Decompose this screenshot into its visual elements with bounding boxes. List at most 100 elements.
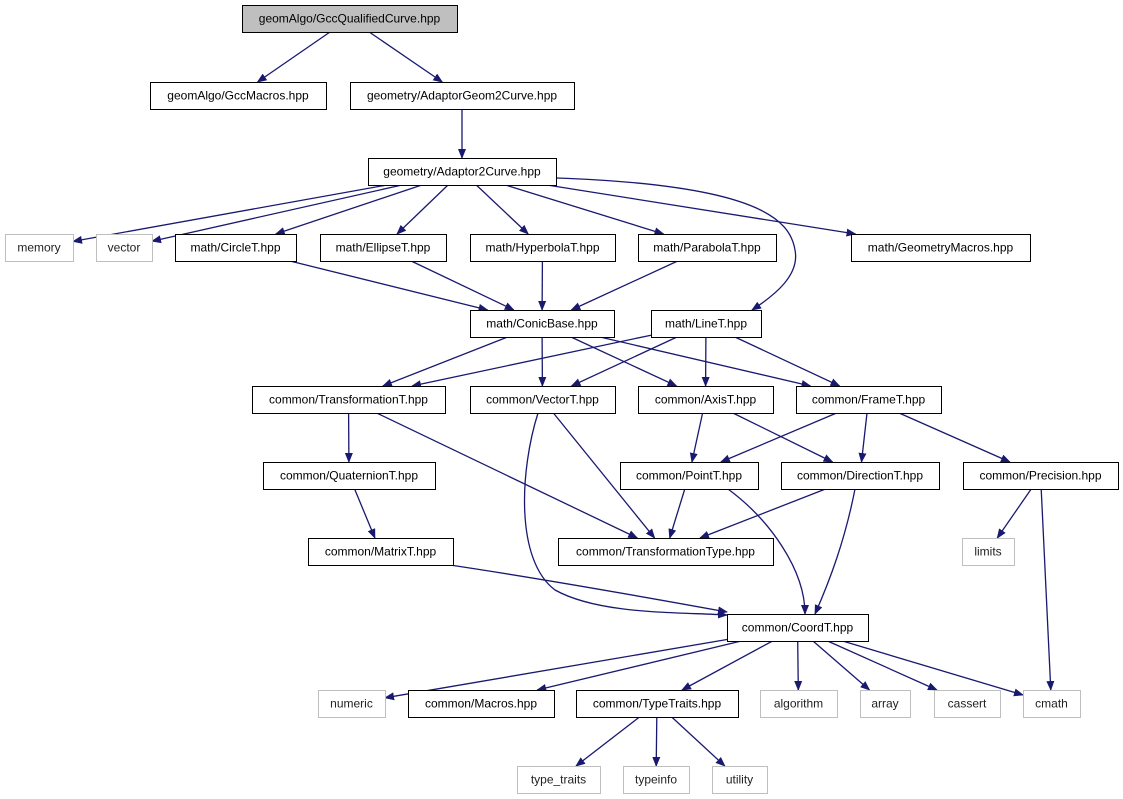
node-box-numeric bbox=[318, 690, 386, 718]
edge-direction-to-transtype bbox=[699, 488, 826, 539]
edge-adaptor2-to-vector bbox=[151, 184, 403, 244]
edge-parabola-to-conic bbox=[570, 260, 678, 311]
edge-line-to-vectort bbox=[570, 336, 678, 387]
node-box-macros bbox=[408, 690, 555, 718]
node-label-algorithm: algorithm bbox=[774, 697, 823, 711]
edge-coord-to-cassert bbox=[827, 640, 938, 691]
node-gccmacros[interactable]: geomAlgo/GccMacros.hpp bbox=[150, 82, 327, 110]
node-label-array: array bbox=[871, 697, 898, 711]
node-frame[interactable]: common/FrameT.hpp bbox=[796, 386, 942, 414]
edge-root-to-adaptorgeom2 bbox=[368, 31, 444, 83]
node-box-transtype bbox=[558, 538, 774, 566]
node-adaptorgeom2[interactable]: geometry/AdaptorGeom2Curve.hpp bbox=[350, 82, 575, 110]
node-box-frame bbox=[796, 386, 942, 414]
node-box-algorithm bbox=[760, 690, 838, 718]
nodes-layer: geomAlgo/GccQualifiedCurve.hpp geomAlgo/G… bbox=[5, 5, 1119, 794]
node-box-parabola bbox=[638, 234, 777, 262]
edge-point-to-transtype bbox=[668, 488, 686, 539]
edge-coord-to-algorithm bbox=[794, 640, 803, 691]
node-hyperbola[interactable]: math/HyperbolaT.hpp bbox=[470, 234, 616, 262]
edge-precision-to-limits bbox=[996, 488, 1032, 539]
node-label-matrix: common/MatrixT.hpp bbox=[325, 545, 437, 559]
node-circle[interactable]: math/CircleT.hpp bbox=[175, 234, 297, 262]
node-box-circle bbox=[175, 234, 297, 262]
edge-frame-to-point bbox=[719, 412, 837, 463]
edge-line-to-transform bbox=[411, 334, 652, 389]
edge-transform-to-transtype bbox=[376, 412, 639, 539]
node-ellipse[interactable]: math/EllipseT.hpp bbox=[320, 234, 447, 262]
node-label-typeinfo: typeinfo bbox=[635, 773, 677, 787]
node-label-transform: common/TransformationT.hpp bbox=[269, 393, 428, 407]
node-root[interactable]: geomAlgo/GccQualifiedCurve.hpp bbox=[242, 5, 458, 33]
edge-vectort-to-transtype bbox=[552, 412, 656, 539]
edge-frame-to-direction bbox=[858, 412, 868, 463]
node-box-matrix bbox=[308, 538, 454, 566]
node-transform[interactable]: common/TransformationT.hpp bbox=[252, 386, 446, 414]
node-precision[interactable]: common/Precision.hpp bbox=[963, 462, 1119, 490]
edge-coord-to-cmath bbox=[842, 640, 1024, 697]
node-box-cmath bbox=[1023, 690, 1081, 718]
node-label-circle: math/CircleT.hpp bbox=[190, 241, 280, 255]
edge-adaptor2-to-parabola bbox=[505, 184, 665, 236]
node-direction[interactable]: common/DirectionT.hpp bbox=[781, 462, 940, 490]
node-axis[interactable]: common/AxisT.hpp bbox=[638, 386, 774, 414]
node-label-macros: common/Macros.hpp bbox=[425, 697, 537, 711]
node-limits: limits bbox=[962, 538, 1015, 566]
node-type_traits: type_traits bbox=[517, 766, 601, 794]
node-macros[interactable]: common/Macros.hpp bbox=[408, 690, 555, 718]
node-box-array bbox=[860, 690, 911, 718]
node-label-geommacros: math/GeometryMacros.hpp bbox=[868, 241, 1014, 255]
node-coord[interactable]: common/CoordT.hpp bbox=[727, 614, 869, 642]
node-box-gccmacros bbox=[150, 82, 327, 110]
node-geommacros[interactable]: math/GeometryMacros.hpp bbox=[851, 234, 1031, 262]
node-box-quaternion bbox=[263, 462, 436, 490]
node-cassert: cassert bbox=[934, 690, 1001, 718]
node-utility: utility bbox=[712, 766, 768, 794]
node-label-vectort: common/VectorT.hpp bbox=[486, 393, 599, 407]
node-label-direction: common/DirectionT.hpp bbox=[797, 469, 923, 483]
node-conic[interactable]: math/ConicBase.hpp bbox=[470, 310, 615, 338]
edge-quaternion-to-matrix bbox=[353, 488, 376, 539]
node-label-quaternion: common/QuaternionT.hpp bbox=[280, 469, 418, 483]
node-label-frame: common/FrameT.hpp bbox=[812, 393, 926, 407]
node-box-point bbox=[620, 462, 759, 490]
edge-adaptor2-to-circle bbox=[274, 184, 423, 235]
node-transtype[interactable]: common/TransformationType.hpp bbox=[558, 538, 774, 566]
node-label-utility: utility bbox=[726, 773, 753, 787]
node-parabola[interactable]: math/ParabolaT.hpp bbox=[638, 234, 777, 262]
edge-coord-to-numeric bbox=[384, 638, 728, 701]
node-adaptor2[interactable]: geometry/Adaptor2Curve.hpp bbox=[368, 158, 557, 186]
node-box-vector bbox=[96, 234, 153, 262]
edge-circle-to-conic bbox=[289, 260, 489, 312]
node-point[interactable]: common/PointT.hpp bbox=[620, 462, 759, 490]
edges-layer bbox=[72, 31, 1055, 767]
node-box-axis bbox=[638, 386, 774, 414]
node-typeinfo: typeinfo bbox=[623, 766, 690, 794]
edge-adaptor2-to-ellipse bbox=[396, 184, 449, 235]
edge-typetraits-to-utility bbox=[671, 716, 726, 767]
node-box-typeinfo bbox=[623, 766, 690, 794]
node-label-conic: math/ConicBase.hpp bbox=[486, 317, 598, 331]
node-vectort[interactable]: common/VectorT.hpp bbox=[470, 386, 616, 414]
node-line[interactable]: math/LineT.hpp bbox=[651, 310, 762, 338]
node-box-precision bbox=[963, 462, 1119, 490]
node-label-vector: vector bbox=[108, 241, 141, 255]
edge-root-to-gccmacros bbox=[256, 31, 331, 83]
node-box-conic bbox=[470, 310, 615, 338]
node-typetraits[interactable]: common/TypeTraits.hpp bbox=[576, 690, 739, 718]
node-box-adaptorgeom2 bbox=[350, 82, 575, 110]
edge-adaptor2-to-geommacros bbox=[546, 184, 857, 237]
node-label-precision: common/Precision.hpp bbox=[979, 469, 1101, 483]
node-box-type_traits bbox=[517, 766, 601, 794]
node-memory: memory bbox=[5, 234, 74, 262]
edge-precision-to-cmath bbox=[1040, 488, 1055, 691]
node-numeric: numeric bbox=[318, 690, 386, 718]
edge-typetraits-to-typeinfo bbox=[652, 716, 661, 767]
node-label-point: common/PointT.hpp bbox=[636, 469, 742, 483]
node-label-ellipse: math/EllipseT.hpp bbox=[336, 241, 431, 255]
node-quaternion[interactable]: common/QuaternionT.hpp bbox=[263, 462, 436, 490]
edge-typetraits-to-type_traits bbox=[575, 716, 640, 767]
node-matrix[interactable]: common/MatrixT.hpp bbox=[308, 538, 454, 566]
node-box-cassert bbox=[934, 690, 1001, 718]
edge-coord-to-macros bbox=[536, 640, 742, 692]
